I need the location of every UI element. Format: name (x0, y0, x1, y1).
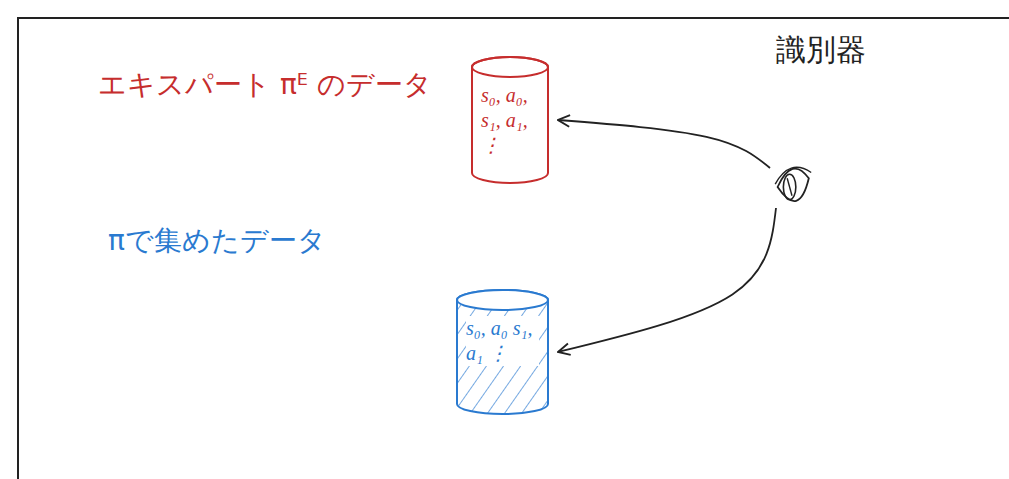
discriminator-label: 識別器 (776, 30, 866, 71)
data-record-text: s₀, a₀, s₁, a₁, ⋮ (481, 83, 539, 158)
eye-icon (768, 158, 816, 216)
eye-lid (775, 167, 811, 184)
eye-shine (787, 178, 792, 195)
data-record-text: s₀, a₀ s₁, a₁ ⋮ (466, 316, 539, 366)
cylinder-body (457, 290, 548, 414)
cylinder-top (472, 57, 548, 77)
eye-pupil (783, 174, 795, 200)
discriminator-eye: 識別器 (768, 158, 816, 216)
arrow-connector (558, 208, 776, 352)
data-cylinder: s₀, a₀ s₁, a₁ ⋮ (455, 288, 550, 416)
data-cylinder: s₀, a₀, s₁, a₁, ⋮ (470, 55, 550, 185)
arrow-connector (558, 120, 770, 168)
page-frame (18, 18, 1009, 479)
dataset-label: エキスパート πᴱ のデータ (98, 66, 432, 104)
cylinder-top (457, 290, 548, 310)
dataset-label: πで集めたデータ (108, 222, 326, 260)
cylinder-body (472, 57, 548, 183)
